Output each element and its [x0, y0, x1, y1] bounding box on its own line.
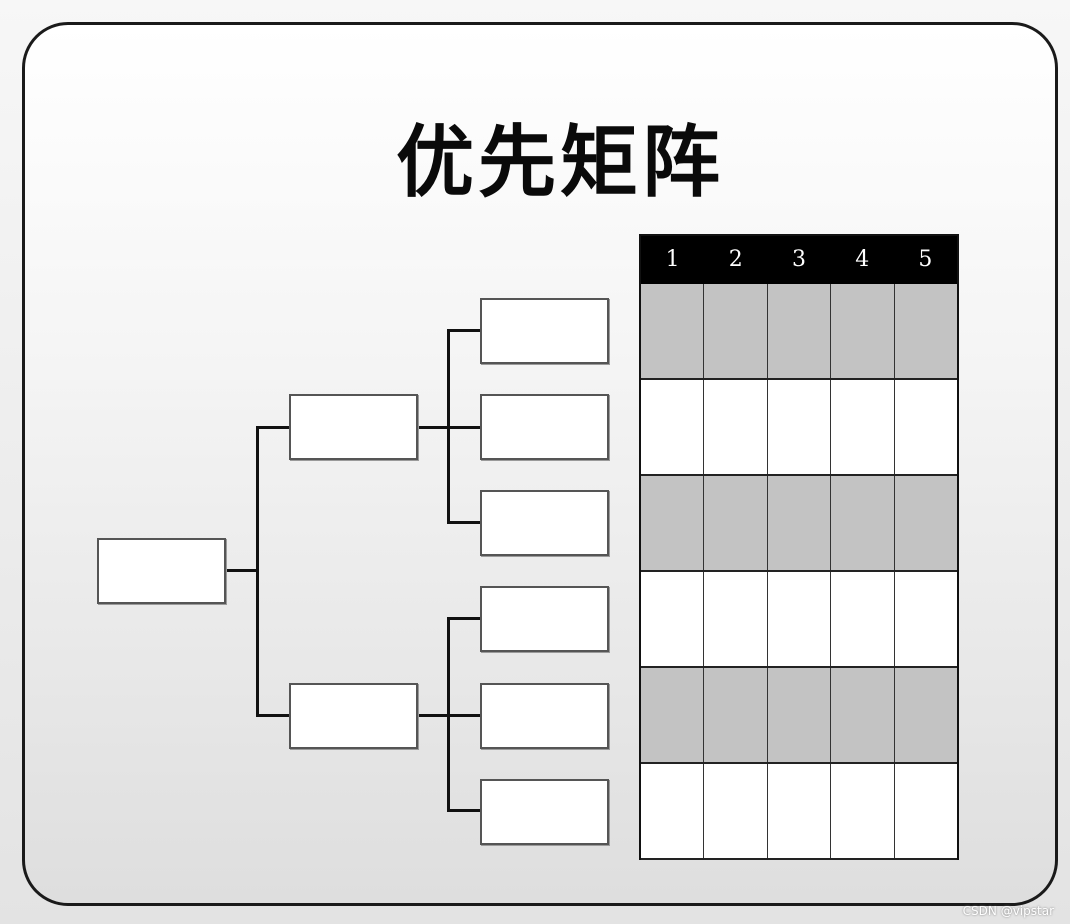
- matrix-cell: [704, 380, 768, 474]
- connector-level1-vertical: [256, 426, 259, 717]
- page-title: 优先矩阵: [395, 118, 724, 208]
- matrix-cell: [831, 668, 895, 762]
- leaf-node-2: [480, 394, 609, 460]
- matrix-row: [641, 572, 957, 668]
- connector-upper-leaf-2: [447, 426, 481, 429]
- matrix-cell: [704, 572, 768, 666]
- matrix-column-2: 2: [728, 247, 743, 272]
- connector-upper-leaf-1: [447, 329, 481, 332]
- leaf-node-6: [480, 779, 609, 845]
- connector-lower-leaf-1: [447, 617, 481, 620]
- watermark: CSDN @vipstar: [962, 904, 1054, 918]
- leaf-node-5: [480, 683, 609, 749]
- connector-lower-leaf-3: [447, 809, 481, 812]
- matrix-cell: [704, 668, 768, 762]
- matrix-cell: [768, 476, 832, 570]
- matrix-cell: [768, 668, 832, 762]
- leaf-node-1: [480, 298, 609, 364]
- connector-level1-top: [256, 426, 290, 429]
- matrix-row: [641, 380, 957, 476]
- matrix-cell: [895, 380, 957, 474]
- matrix-cell: [895, 476, 957, 570]
- matrix-cell: [895, 572, 957, 666]
- matrix-row: [641, 668, 957, 764]
- matrix-cell: [704, 476, 768, 570]
- matrix-cell: [704, 284, 768, 378]
- matrix-cell: [641, 476, 705, 570]
- matrix-cell: [768, 380, 832, 474]
- level1-node-lower: [289, 683, 418, 749]
- matrix-cell: [895, 284, 957, 378]
- matrix-cell: [831, 380, 895, 474]
- matrix-cell: [768, 284, 832, 378]
- connector-upper-leaf-3: [447, 521, 481, 524]
- matrix-column-4: 4: [855, 247, 870, 272]
- matrix-header: 1 2 3 4 5: [641, 236, 957, 284]
- connector-root: [225, 569, 258, 572]
- matrix-column-1: 1: [665, 247, 680, 272]
- root-node: [97, 538, 226, 604]
- matrix-cell: [641, 572, 705, 666]
- level1-node-upper: [289, 394, 418, 460]
- matrix-cell: [831, 476, 895, 570]
- matrix-row: [641, 764, 957, 860]
- matrix-cell: [704, 764, 768, 858]
- leaf-node-4: [480, 586, 609, 652]
- matrix-cell: [895, 764, 957, 858]
- matrix-cell: [831, 572, 895, 666]
- matrix-column-3: 3: [792, 247, 806, 272]
- matrix-row: [641, 476, 957, 572]
- leaf-node-3: [480, 490, 609, 556]
- matrix-column-5: 5: [918, 247, 933, 272]
- matrix-cell: [641, 764, 705, 858]
- connector-lower-leaf-2: [447, 714, 481, 717]
- matrix-row: [641, 284, 957, 380]
- matrix-cell: [831, 284, 895, 378]
- connector-level1-bottom: [256, 714, 290, 717]
- matrix-cell: [641, 380, 705, 474]
- matrix-cell: [641, 668, 705, 762]
- matrix-cell: [895, 668, 957, 762]
- connector-lower-branch: [416, 714, 449, 717]
- connector-upper-branch: [416, 426, 449, 429]
- matrix-cell: [831, 764, 895, 858]
- matrix-cell: [768, 572, 832, 666]
- priority-matrix: 1 2 3 4 5: [639, 234, 959, 860]
- matrix-cell: [768, 764, 832, 858]
- matrix-cell: [641, 284, 705, 378]
